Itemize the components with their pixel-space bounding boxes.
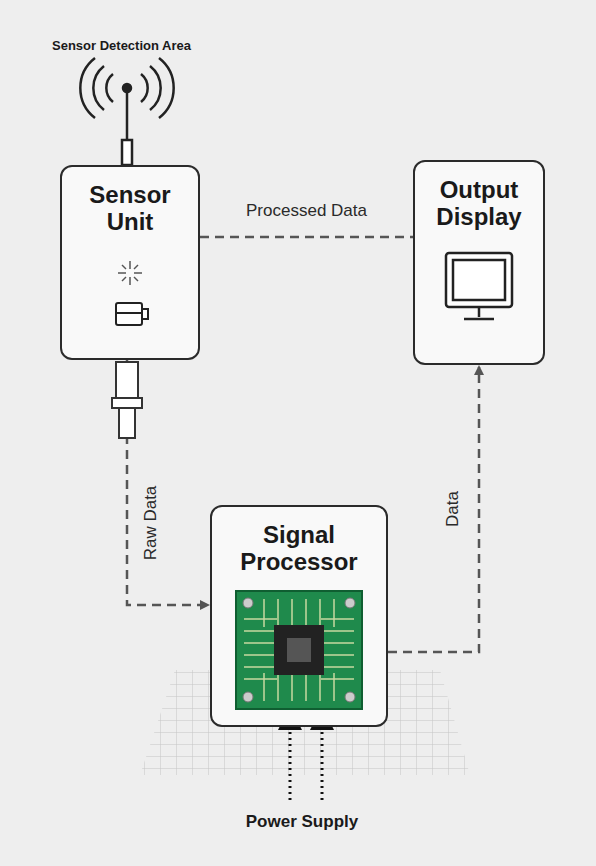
power-arrows [290, 718, 322, 800]
edge-label: Raw Data [141, 481, 161, 564]
chip-icon [234, 589, 364, 711]
node-box: Sensor Unit [60, 165, 200, 360]
node-box: Signal Processor [210, 505, 388, 727]
node-title: Sensor Unit [75, 181, 185, 235]
node-title: Signal Processor [224, 521, 374, 575]
dashed-connector [127, 360, 208, 605]
plain-label: Sensor Detection Area [52, 38, 191, 53]
edge-label: Data [443, 487, 463, 531]
plain-label: Power Supply [246, 812, 358, 832]
node-box: Output Display [413, 160, 545, 365]
dashed-connector [388, 367, 479, 652]
antenna-icon [80, 58, 173, 165]
sensor-icon [100, 257, 160, 337]
dashed-connector [200, 236, 413, 239]
node-title: Output Display [424, 176, 534, 230]
display-icon [436, 249, 522, 344]
edge-label: Processed Data [242, 201, 371, 221]
